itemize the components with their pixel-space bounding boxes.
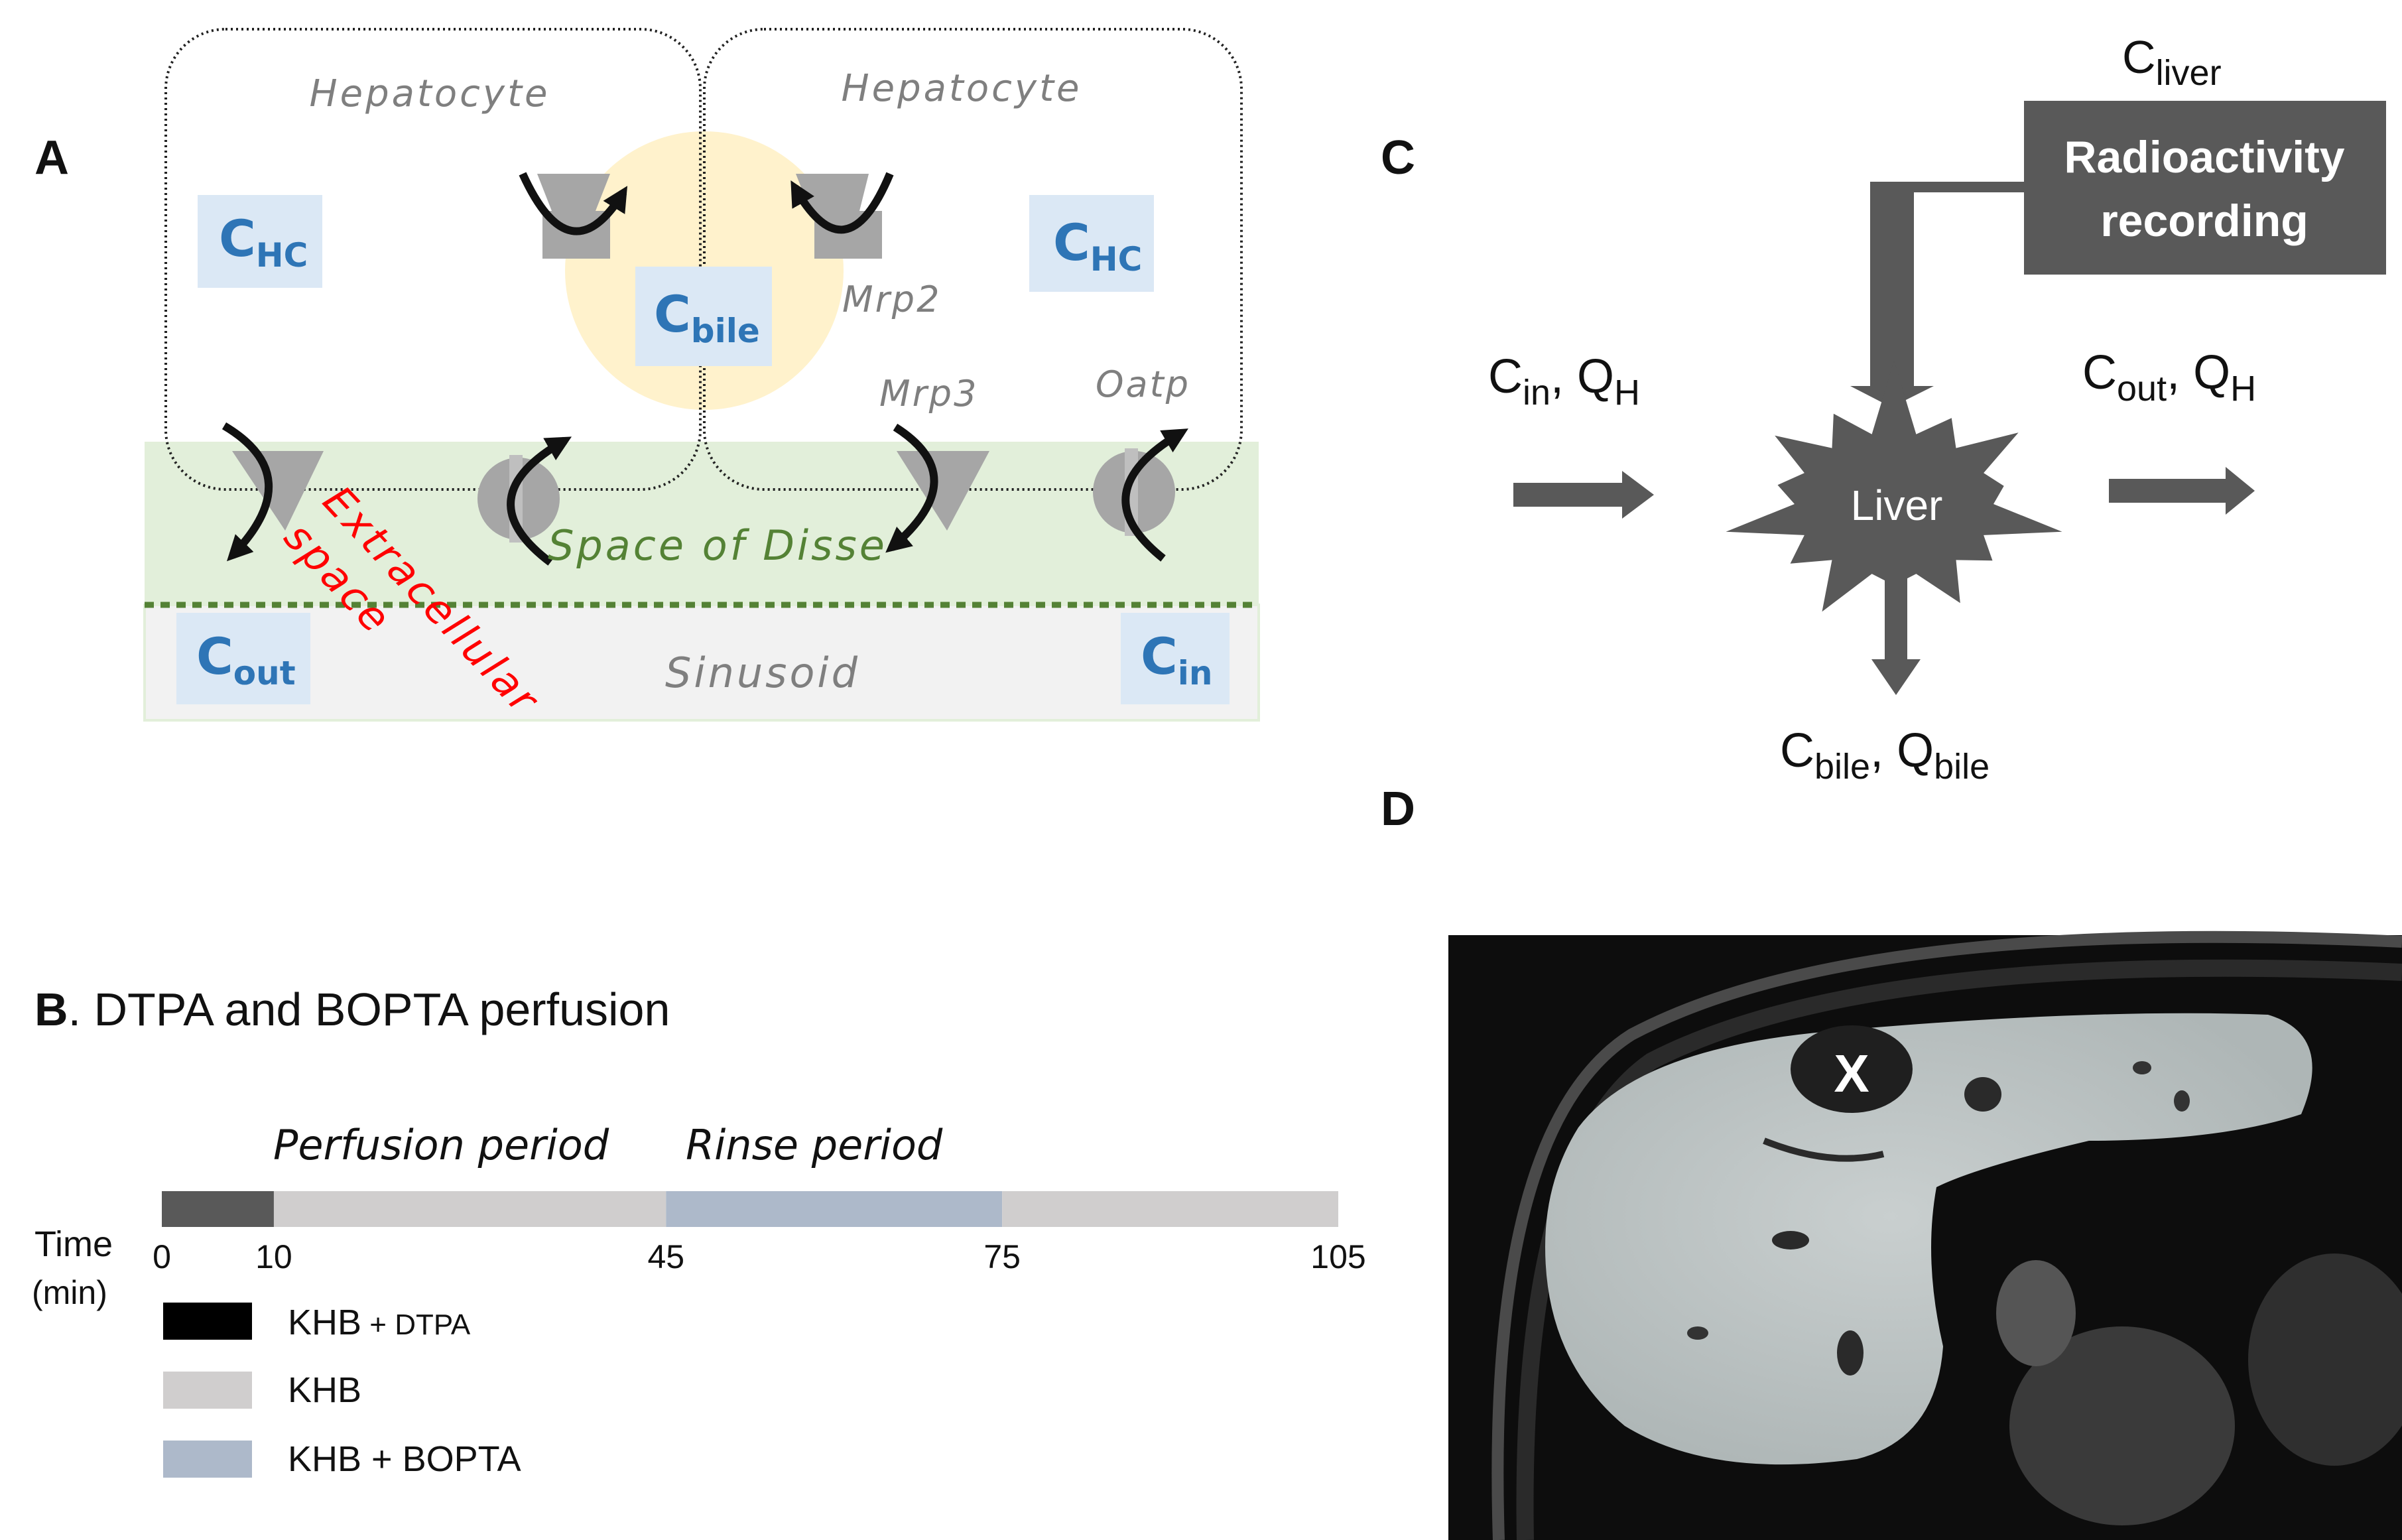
c-hc-right: CHC: [1053, 213, 1142, 279]
legend-dtpa-label: KHB + DTPA: [288, 1303, 471, 1342]
hepatocyte-right-label: Hepatocyte: [842, 67, 1082, 110]
legend-swatch-bopta: [163, 1441, 252, 1478]
recording-label-line2: recording: [2100, 196, 2308, 246]
legend-swatch-khb: [163, 1372, 252, 1409]
uptake-transporter-icon: [1093, 428, 1188, 562]
lesion-marker: X: [1834, 1044, 1869, 1103]
c-out-box: [176, 613, 310, 704]
hepatocyte-left-label: Hepatocyte: [310, 72, 550, 115]
c-hc-left-box: [198, 195, 322, 288]
uptake-transporter-icon: [477, 436, 572, 566]
panel-a: A Hepatocyte Hepatocyte CHC CHC Cbile Co…: [34, 28, 1260, 724]
liver-mri-image: X: [1448, 930, 2402, 1540]
panel-d-label: D: [1381, 783, 1415, 836]
legend-bopta-label: KHB + BOPTA: [288, 1439, 521, 1479]
sinusoid-region: [143, 604, 1260, 722]
time-tick-label: 45: [647, 1238, 684, 1275]
c-hc-right-box: [1029, 195, 1154, 292]
time-tick-label: 10: [255, 1238, 292, 1275]
sinusoid-label: Sinusoid: [665, 649, 860, 697]
input-label: Cin, QH: [1488, 350, 1640, 413]
timeline-bar: [162, 1191, 1338, 1227]
time-tick-label: 0: [153, 1238, 171, 1275]
recording-probe-connector: [1850, 182, 2031, 407]
c-in: Cin: [1141, 627, 1213, 692]
oatp-label: Oatp: [1096, 363, 1190, 405]
time-label: Time: [34, 1224, 113, 1264]
panel-c: C Cliver Radioactivity recording Liver C…: [1381, 31, 2386, 787]
mrp3-label: Mrp3: [879, 373, 978, 415]
panel-c-label: C: [1381, 131, 1415, 184]
timeline-segment-rinse: [666, 1191, 1003, 1227]
time-tick-label: 105: [1310, 1238, 1365, 1275]
c-out: Cout: [196, 627, 296, 692]
panel-b: B. DTPA and BOPTA perfusion Perfusion pe…: [32, 984, 1366, 1479]
panel-a-label: A: [34, 131, 69, 184]
c-bile-box: [635, 267, 772, 366]
bile-flow-arrow: [1871, 577, 1921, 695]
c-in-box: [1121, 613, 1230, 704]
inflow-arrow: [1513, 471, 1654, 519]
space-of-disse-label: Space of Disse: [548, 521, 887, 570]
bile-output-label: Cbile, Qbile: [1780, 724, 1990, 787]
c-liver-label: Cliver: [2122, 31, 2222, 93]
panel-b-title: B. DTPA and BOPTA perfusion: [34, 984, 670, 1035]
liver-starburst: [1726, 361, 2062, 612]
legend-khb-label: KHB: [288, 1370, 361, 1410]
hepatocyte-right: [703, 28, 1243, 491]
timeline-ticks: 0 10 45 75 105: [153, 1238, 1366, 1275]
mrp2-label: Mrp2: [842, 279, 941, 320]
timeline-segment-dtpa: [162, 1191, 274, 1227]
outflow-arrow: [2109, 467, 2255, 515]
efflux-transporter-icon: [790, 172, 894, 259]
time-unit-label: (min): [32, 1274, 107, 1311]
rinse-period-label: Rinse period: [686, 1121, 943, 1169]
panel-d: D X: [1381, 783, 2402, 1540]
legend-swatch-dtpa: [163, 1303, 252, 1340]
time-tick-label: 75: [983, 1238, 1021, 1275]
c-hc-left: CHC: [219, 209, 308, 275]
radioactivity-recording-box: [2024, 101, 2386, 275]
space-of-disse-region: [145, 442, 1259, 605]
timeline-segment-perfusion: [273, 1191, 666, 1227]
output-label: Cout, QH: [2082, 346, 2256, 409]
perfusion-period-label: Perfusion period: [273, 1121, 609, 1169]
c-bile: Cbile: [654, 285, 760, 350]
timeline-segment-end: [1002, 1191, 1338, 1227]
recording-label-line1: Radioactivity: [2064, 132, 2344, 182]
efflux-transporter-icon: [519, 172, 628, 259]
efflux-transporter-icon: [221, 422, 324, 562]
hepatocyte-left: [164, 28, 702, 491]
efflux-transporter-icon: [885, 423, 989, 553]
liver-label: Liver: [1851, 481, 1943, 529]
